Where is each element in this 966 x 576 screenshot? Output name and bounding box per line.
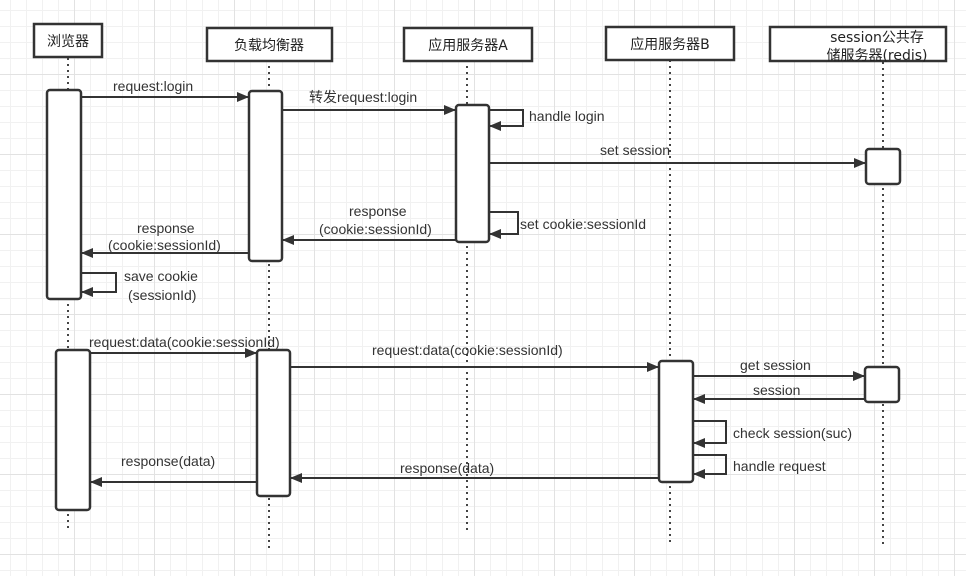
message-handle-login[interactable]: handle login [489,108,605,131]
message-save-cookie[interactable]: save cookie (sessionId) [81,268,198,303]
participant-label: 负载均衡器 [234,38,304,54]
message-forward-request-login[interactable]: 转发request:login [282,89,456,115]
message-label: check session(suc) [733,425,852,441]
message-label: response(data) [400,460,494,476]
participant-label: 应用服务器B [630,36,710,53]
message-response-cookie-lb-to-browser[interactable]: response (cookie:sessionId) [81,220,249,258]
message-request-data-lb-to-server-b[interactable]: request:data(cookie:sessionId) [290,342,659,372]
participant-label: 浏览器 [47,34,89,50]
message-label: request:data(cookie:sessionId) [372,342,563,358]
activation-redis-2 [863,365,901,404]
participant-label: 应用服务器A [428,37,508,54]
message-label: set cookie:sessionId [520,216,646,232]
activation-lb-1 [247,89,284,263]
message-label-line-1: response [349,203,407,219]
message-response-data-server-b-to-lb[interactable]: response(data) [290,460,659,483]
message-get-session[interactable]: get session [693,357,865,381]
activation-browser-2 [54,348,92,512]
activation-lb-2 [255,348,292,498]
participant-browser[interactable]: 浏览器 [32,22,104,59]
participant-redis[interactable]: session公共存 储服务器(redis) [768,25,948,64]
activation-server-a-1 [454,103,491,244]
participant-server-b[interactable]: 应用服务器B [604,25,736,62]
message-label-line-1: response [137,220,195,236]
activations [45,88,902,512]
message-label: handle request [733,458,826,474]
message-label: response(data) [121,453,215,469]
message-label-line-2: (cookie:sessionId) [319,221,432,237]
message-set-cookie[interactable]: set cookie:sessionId [489,211,646,239]
message-request-login[interactable]: request:login [81,78,249,102]
message-label: session [753,382,800,398]
message-label: request:login [113,78,193,94]
message-session-return[interactable]: session [693,382,865,404]
message-label: handle login [529,108,605,124]
message-label: 转发request:login [309,89,417,105]
participant-load-balancer[interactable]: 负载均衡器 [205,26,334,63]
message-response-cookie-a-to-lb[interactable]: response (cookie:sessionId) [282,203,456,245]
message-set-session[interactable]: set session [489,142,866,168]
activation-browser-1 [45,88,83,301]
messages: request:login 转发request:login handle log… [81,78,866,487]
message-label: request:data(cookie:sessionId) [89,334,280,350]
activation-server-b-1 [657,359,695,484]
message-label-line-2: (sessionId) [128,287,196,303]
participant-label-line-1: session公共存 [830,30,924,46]
message-response-data-lb-to-browser[interactable]: response(data) [90,453,257,487]
participant-server-a[interactable]: 应用服务器A [402,26,534,63]
message-request-data-browser-to-lb[interactable]: request:data(cookie:sessionId) [89,334,280,358]
message-handle-request[interactable]: handle request [693,454,826,479]
message-label: get session [740,357,811,373]
participant-label-line-2: 储服务器(redis) [826,48,927,64]
message-label-line-2: (cookie:sessionId) [108,237,221,253]
message-check-session[interactable]: check session(suc) [693,420,852,448]
message-label: set session [600,142,670,158]
activation-redis-1 [864,147,902,186]
message-label-line-1: save cookie [124,268,198,284]
